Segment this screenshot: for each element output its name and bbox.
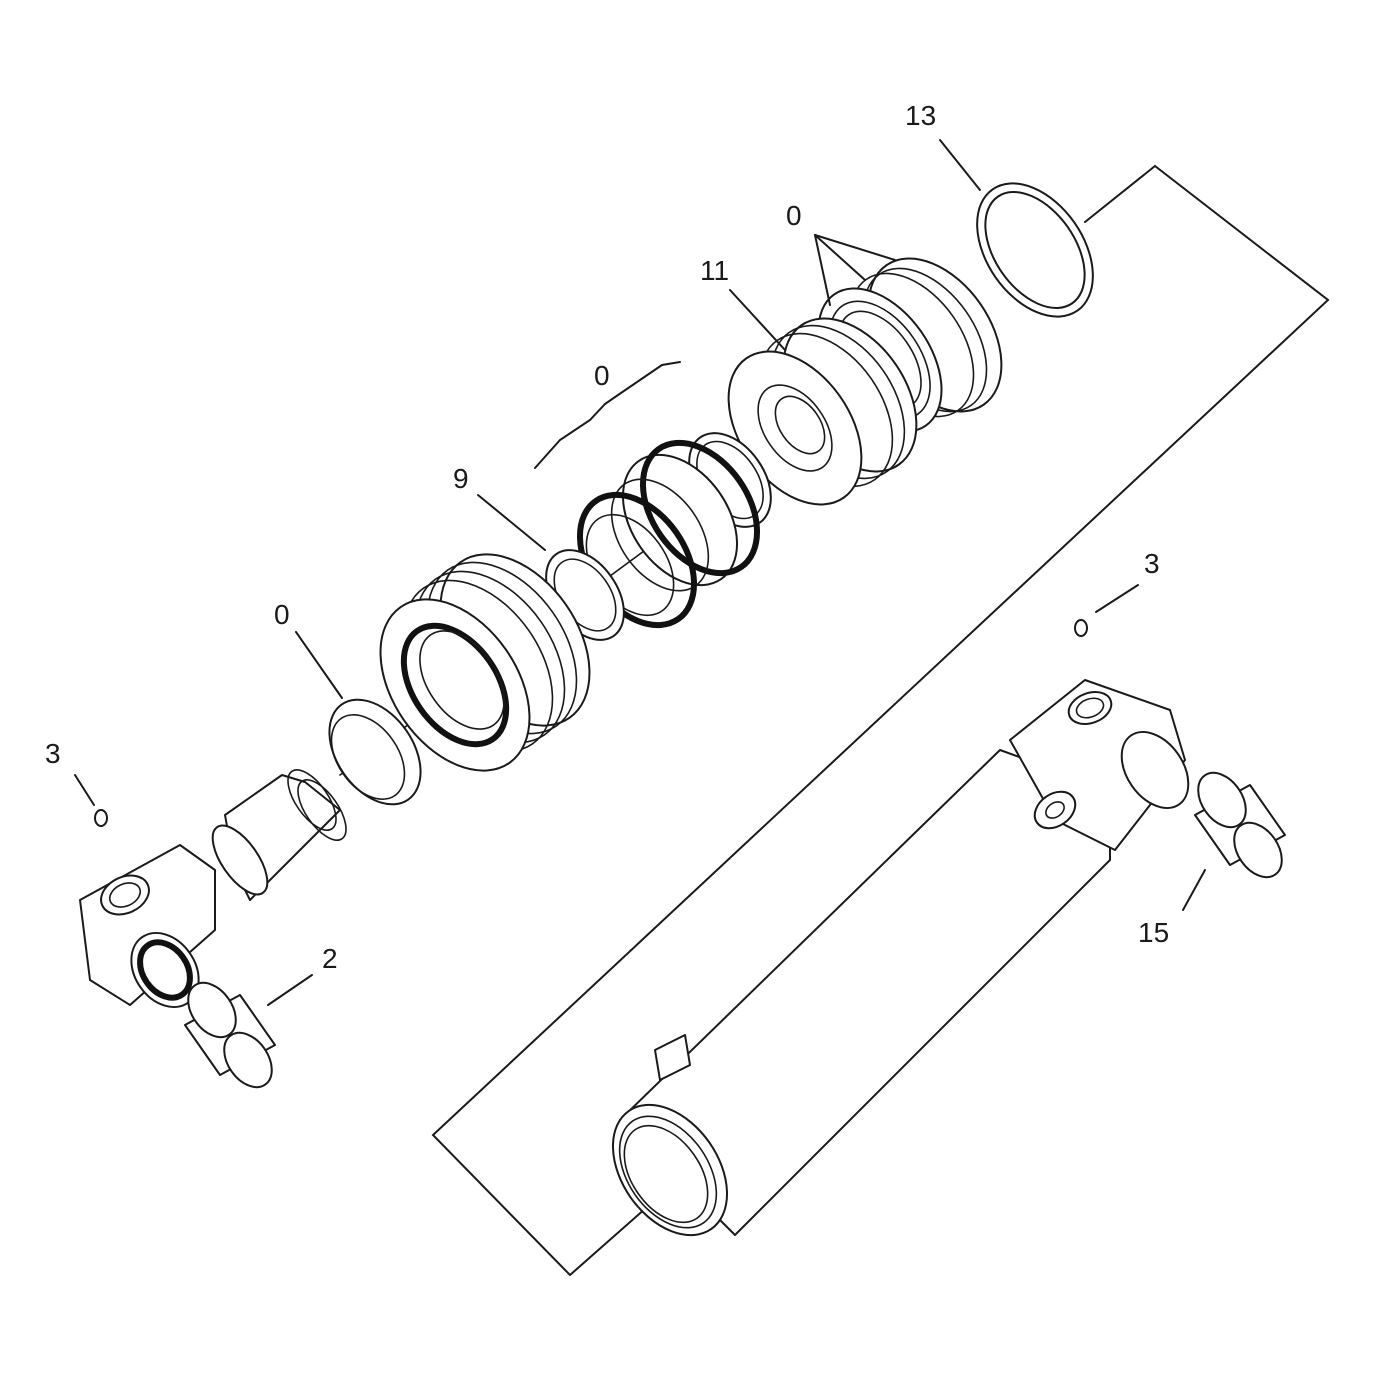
piston-9: [379, 553, 591, 772]
barrel-head: [1009, 679, 1190, 851]
ring-0-left: [328, 698, 422, 806]
leader-lines: [74, 139, 1206, 1006]
callout-3-left: 3: [45, 738, 61, 769]
callout-15: 15: [1138, 917, 1169, 948]
grease-fitting-right: [1074, 619, 1088, 637]
callout-9: 9: [453, 463, 469, 494]
rod-end-thread: [211, 769, 347, 901]
callout-11: 11: [700, 255, 729, 286]
ring-13: [976, 182, 1094, 318]
assembly-bracket: [431, 164, 1330, 1277]
callout-2: 2: [322, 943, 338, 974]
bushing-15: [1194, 771, 1286, 879]
callout-0-seals: 0: [786, 200, 802, 231]
callout-13: 13: [905, 100, 936, 131]
callout-0-ring: 0: [274, 599, 290, 630]
cylinder-barrel: [611, 749, 1111, 1237]
rod-eye: [79, 844, 216, 1009]
bushing-2: [184, 981, 276, 1089]
grease-fitting-left: [94, 809, 108, 827]
callout-3-right: 3: [1144, 548, 1160, 579]
callout-0-piston-seals: 0: [594, 360, 610, 391]
